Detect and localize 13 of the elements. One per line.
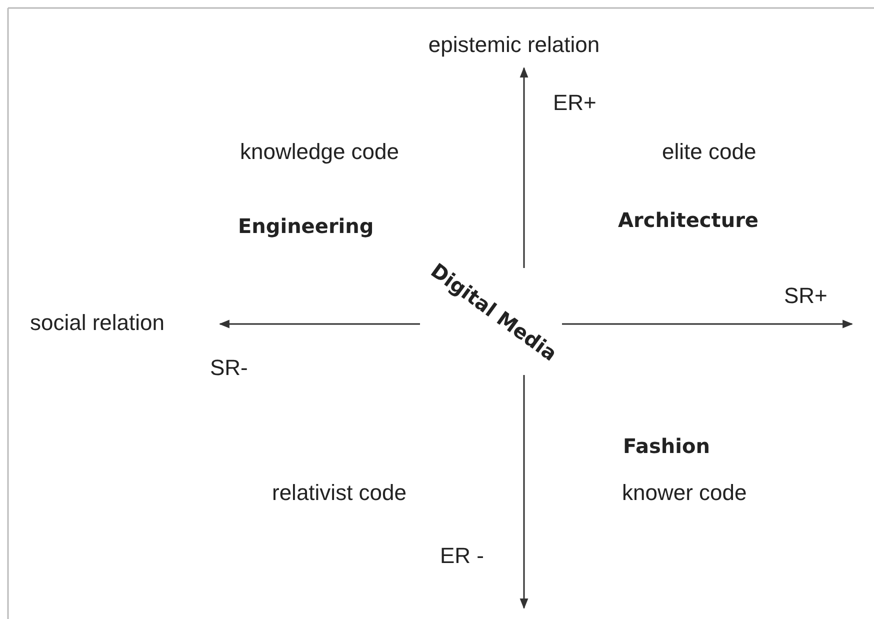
field-label: Engineering <box>238 214 374 238</box>
axis-pole-label: ER+ <box>553 90 596 116</box>
quadrant-label: relativist code <box>272 480 407 506</box>
axis-pole-label: ER - <box>440 543 484 569</box>
axis-label: social relation <box>30 310 165 336</box>
axis-pole-label: SR- <box>210 355 248 381</box>
axis-pole-label: SR+ <box>784 283 828 309</box>
quadrant-label: elite code <box>662 139 756 165</box>
quadrant-label: knower code <box>622 480 747 506</box>
field-label: Architecture <box>618 208 758 232</box>
axis-label: epistemic relation <box>428 32 600 58</box>
field-label: Fashion <box>623 434 710 458</box>
quadrant-label: knowledge code <box>240 139 400 165</box>
